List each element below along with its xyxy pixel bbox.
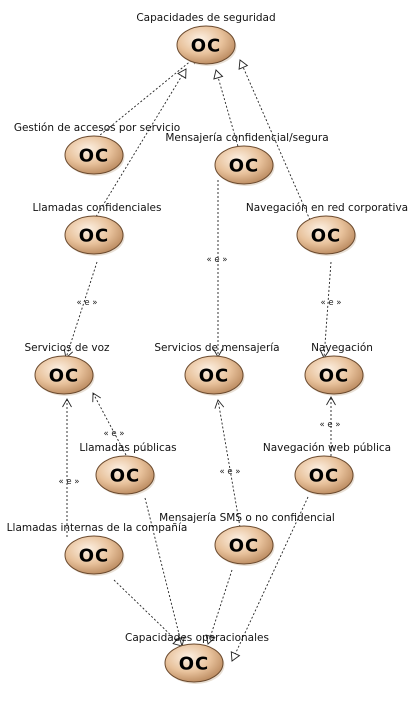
use-case-label: Mensajería SMS o no confidencial xyxy=(159,512,335,524)
edge-line xyxy=(217,399,241,528)
oc-icon-text: OC xyxy=(79,546,110,567)
hollow-arrowhead-icon xyxy=(172,636,183,647)
edges-layer: « e » « e » « e » « e » « e » « e » « e » xyxy=(58,54,342,662)
open-arrowhead-icon xyxy=(92,392,101,403)
edge-stereotype-label: « e » xyxy=(320,298,341,308)
hollow-arrowhead-icon xyxy=(230,651,241,662)
edge-e8-extend: « e » xyxy=(92,392,127,456)
edge-line xyxy=(215,69,240,151)
open-arrowhead-icon xyxy=(62,398,72,408)
use-case-ellipse-icon xyxy=(304,355,364,395)
use-case-ellipse-icon xyxy=(294,455,354,495)
hollow-arrowhead-icon xyxy=(177,68,187,79)
edge-e14-generalization xyxy=(205,569,233,645)
edge-e3-generalization xyxy=(213,69,240,151)
oc-icon-text: OC xyxy=(229,156,260,177)
use-case-ellipse-icon xyxy=(214,525,274,565)
use-case-ellipse-icon xyxy=(214,145,274,185)
edge-stereotype-label: « e » xyxy=(219,467,240,477)
use-case-label: Llamadas públicas xyxy=(79,442,176,454)
use-case-ellipse-icon xyxy=(34,355,94,395)
edge-e9-extend: « e » xyxy=(58,398,80,537)
edge-line xyxy=(239,59,311,221)
hollow-arrowhead-icon xyxy=(205,634,216,645)
use-case-label: Servicios de mensajería xyxy=(154,342,279,354)
use-case-ellipse-icon xyxy=(64,215,124,255)
use-case-ellipse-icon xyxy=(64,535,124,575)
use-case-ellipse-icon xyxy=(95,455,155,495)
oc-icon-text: OC xyxy=(79,146,110,167)
edge-e6-extend: « e » xyxy=(206,180,228,358)
use-case-ellipse-icon xyxy=(176,25,236,65)
oc-icon-text: OC xyxy=(49,366,80,387)
edge-e4-generalization xyxy=(238,59,311,221)
use-case-label: Capacidades operacionales xyxy=(125,632,269,644)
use-case-ellipse-icon xyxy=(164,643,224,683)
oc-icon-text: OC xyxy=(79,226,110,247)
hollow-arrowhead-icon xyxy=(238,59,249,70)
oc-icon-text: OC xyxy=(229,536,260,557)
use-case-label: Llamadas internas de la compañía xyxy=(7,522,188,534)
edge-e2-generalization xyxy=(93,68,187,221)
edge-stereotype-label: « e » xyxy=(58,477,79,487)
oc-icon-text: OC xyxy=(309,466,340,487)
edge-line xyxy=(323,261,332,359)
use-case-label: Capacidades de seguridad xyxy=(136,12,275,24)
oc-icon-text: OC xyxy=(179,654,210,675)
use-case-label: Navegación en red corporativa xyxy=(246,202,408,214)
edge-line xyxy=(144,497,183,647)
use-case-ellipse-icon xyxy=(184,355,244,395)
edge-stereotype-label: « e » xyxy=(319,420,340,430)
edge-line xyxy=(207,569,233,645)
hollow-arrowhead-icon xyxy=(213,69,224,80)
edge-line xyxy=(65,261,98,359)
use-case-ellipse-icon xyxy=(64,135,124,175)
open-arrowhead-icon xyxy=(326,396,336,406)
use-case-label: Mensajería confidencial/segura xyxy=(165,132,328,144)
edge-e15-generalization xyxy=(230,496,309,662)
edge-e11-extend: « e » xyxy=(319,396,341,460)
edge-e13-generalization xyxy=(113,579,183,647)
open-arrowhead-icon xyxy=(214,399,225,409)
oc-icon-text: OC xyxy=(319,366,350,387)
use-case-label: Llamadas confidenciales xyxy=(33,202,162,214)
use-case-label: Gestión de accesos por servicio xyxy=(14,122,180,134)
edge-line xyxy=(93,68,187,221)
use-case-label: Navegación web pública xyxy=(263,442,391,454)
use-case-label: Navegación xyxy=(311,342,373,354)
oc-icon-text: OC xyxy=(110,466,141,487)
oc-icon-text: OC xyxy=(199,366,230,387)
oc-icon-text: OC xyxy=(311,226,342,247)
edge-e10-extend: « e » xyxy=(214,399,241,528)
edge-stereotype-label: « e » xyxy=(76,298,97,308)
edge-stereotype-label: « e » xyxy=(206,255,227,265)
use-case-ellipse-icon xyxy=(296,215,356,255)
use-case-label: Servicios de voz xyxy=(24,342,110,354)
edge-stereotype-label: « e » xyxy=(103,429,124,439)
oc-icon-text: OC xyxy=(191,36,222,57)
